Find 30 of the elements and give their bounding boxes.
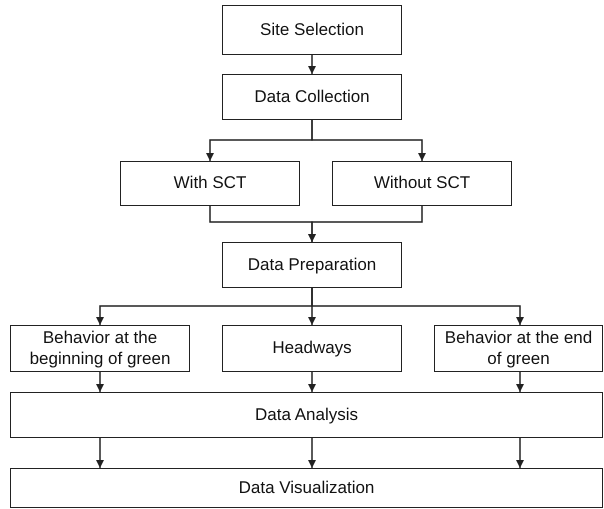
process-box <box>222 242 402 288</box>
box-label: Data Visualization <box>238 478 374 498</box>
process-box <box>222 325 402 372</box>
arrow <box>308 206 423 242</box>
process-box <box>222 74 402 120</box>
box-label: Without SCT <box>374 173 470 194</box>
arrow <box>516 372 524 392</box>
process-box <box>222 5 402 55</box>
arrow <box>311 288 524 325</box>
box-label: Behavior at the end of green <box>444 328 594 369</box>
box-label: Data Preparation <box>248 254 376 276</box>
process-box <box>332 161 512 206</box>
box-label: With SCT <box>174 173 246 194</box>
arrow <box>308 438 316 468</box>
arrow <box>516 438 524 468</box>
arrow <box>96 372 104 392</box>
arrow <box>308 372 316 392</box>
process-box <box>10 325 190 372</box>
box-label: Headways <box>272 338 352 359</box>
arrow <box>311 120 426 161</box>
box-label: Site Selection <box>260 20 364 40</box>
arrow <box>96 438 104 468</box>
box-label: Data Collection <box>254 86 370 108</box>
process-box <box>10 392 603 438</box>
box-label: Behavior at the beginning of green <box>28 328 172 369</box>
process-box <box>10 468 603 508</box>
process-box <box>120 161 300 206</box>
process-box <box>434 325 603 372</box>
arrow <box>308 55 316 74</box>
box-label: Data Analysis <box>255 404 358 426</box>
